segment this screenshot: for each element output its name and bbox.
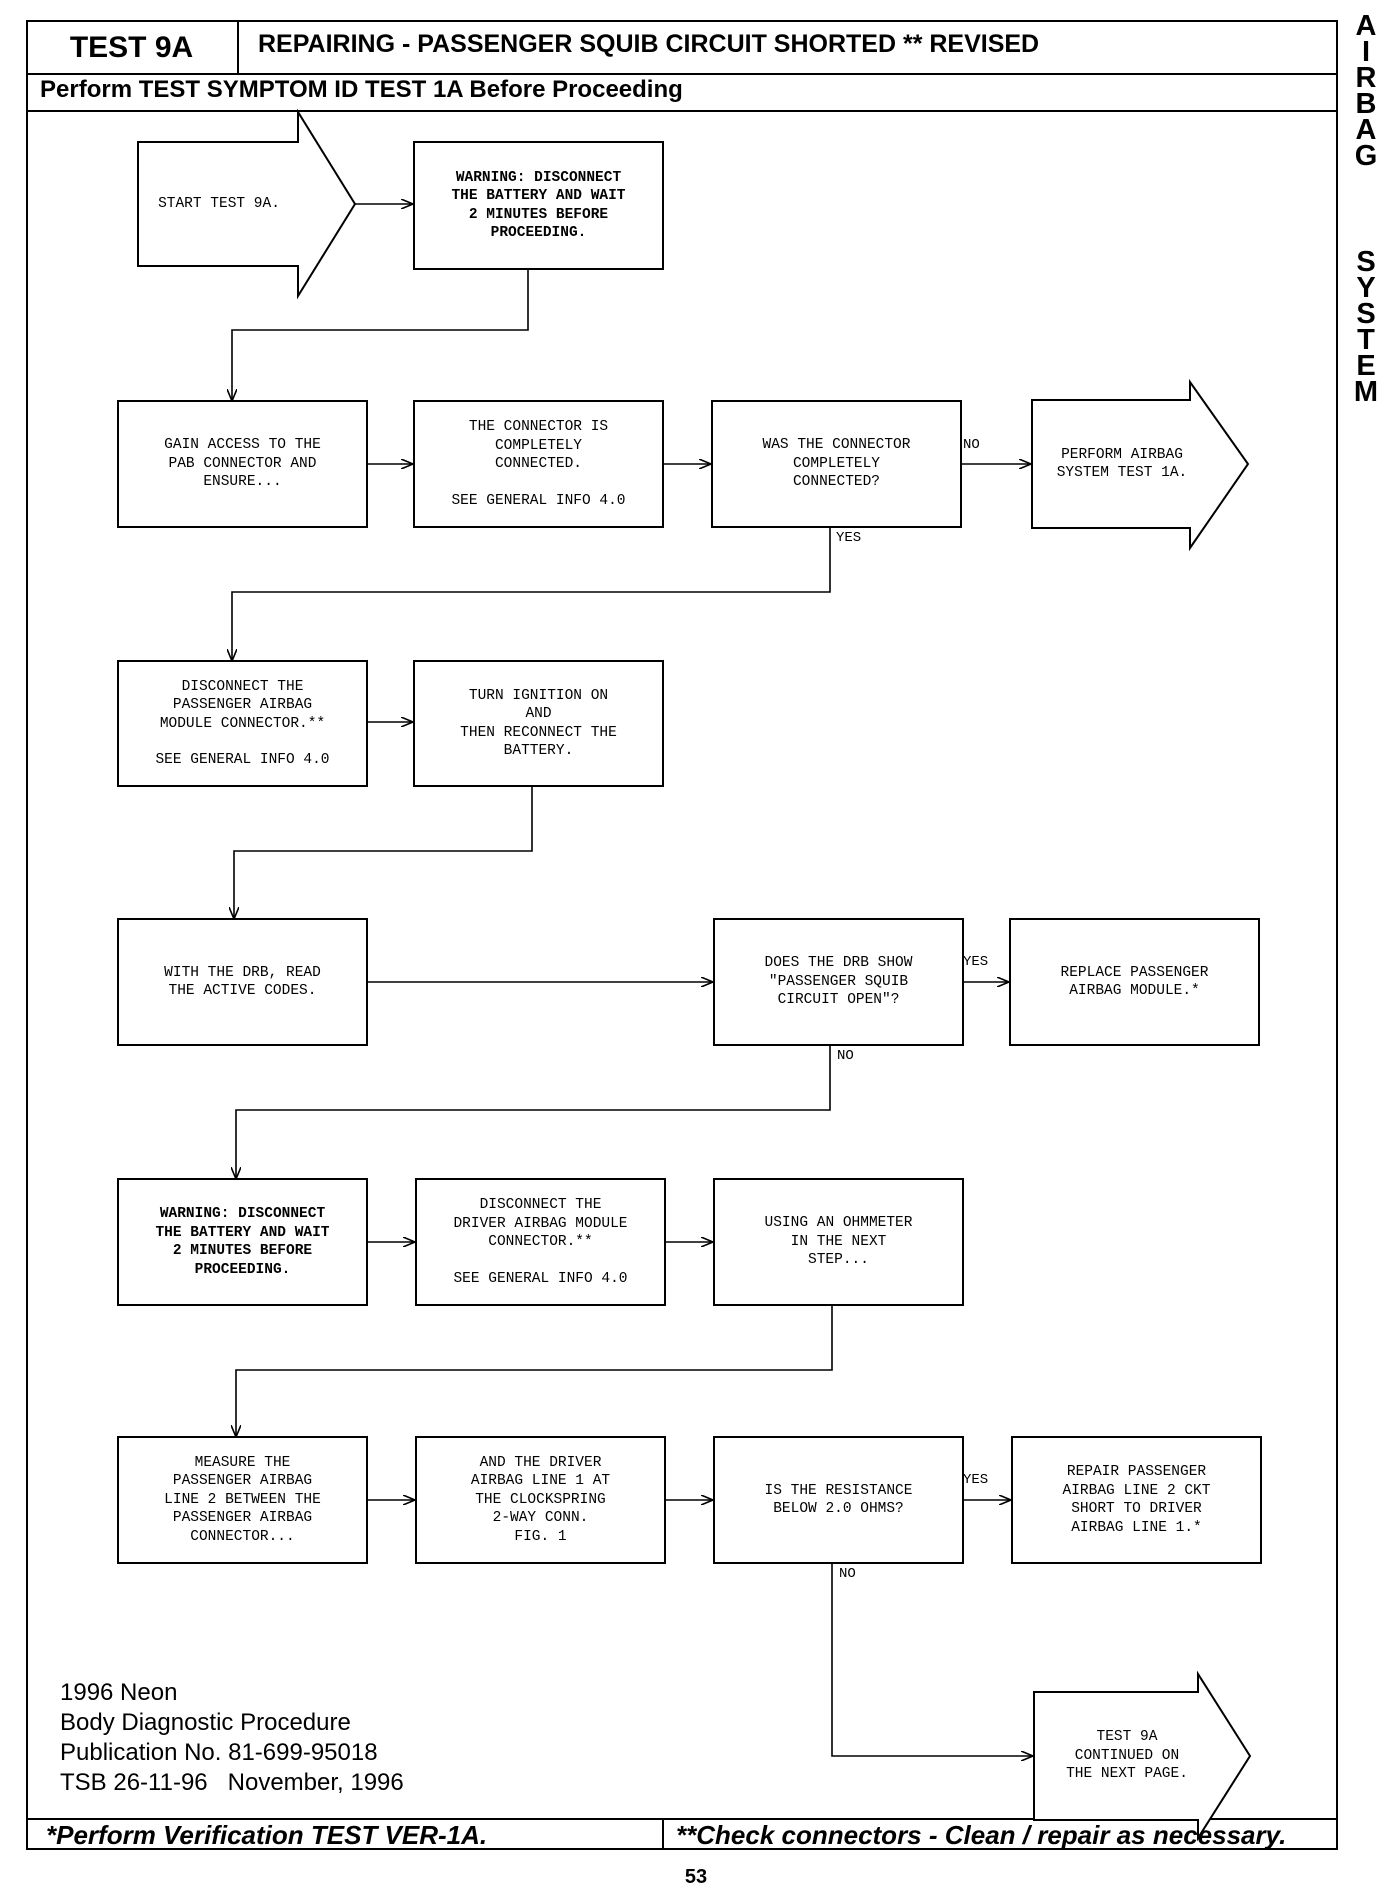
measure-box: MEASURE THE PASSENGER AIRBAG LINE 2 BETW… — [117, 1436, 368, 1564]
tsb-date: TSB 26-11-96 November, 1996 — [60, 1769, 404, 1796]
connector-ohmmeter-to-measure — [236, 1306, 833, 1436]
gain-access-box: GAIN ACCESS TO THE PAB CONNECTOR AND ENS… — [117, 400, 368, 528]
footer-split — [662, 1818, 664, 1850]
replace-pab-box: REPLACE PASSENGER AIRBAG MODULE.* — [1009, 918, 1260, 1046]
driver-line-box: AND THE DRIVER AIRBAG LINE 1 AT THE CLOC… — [415, 1436, 666, 1564]
yes-label: YES — [963, 1472, 989, 1488]
procedure-name: Body Diagnostic Procedure — [60, 1709, 351, 1736]
connector-connected-box: THE CONNECTOR IS COMPLETELY CONNECTED. S… — [413, 400, 664, 528]
disconnect-dab-ref: SEE GENERAL INFO 4.0 — [453, 1270, 628, 1287]
verification-note: *Perform Verification TEST VER-1A. — [46, 1819, 488, 1850]
connector-warning-to-access — [232, 268, 529, 400]
disconnect-pab-box: DISCONNECT THE PASSENGER AIRBAG MODULE C… — [117, 660, 368, 787]
side-tab-letter: I — [1361, 36, 1371, 68]
side-tab-letter: G — [1354, 140, 1378, 172]
warning-disconnect-battery-box: WARNING: DISCONNECT THE BATTERY AND WAIT… — [413, 141, 664, 270]
connector-ignition-to-read — [234, 785, 533, 918]
vehicle-year-model: 1996 Neon — [60, 1679, 178, 1706]
no-label: NO — [963, 437, 980, 453]
disconnect-pab-ref: SEE GENERAL INFO 4.0 — [155, 752, 330, 768]
side-tab-letter: S — [1356, 246, 1376, 278]
repair-short-box: REPAIR PASSENGER AIRBAG LINE 2 CKT SHORT… — [1011, 1436, 1262, 1564]
start-arrow-shape — [137, 108, 357, 300]
side-tab-letter: A — [1355, 114, 1377, 146]
connector-connected-ref: SEE GENERAL INFO 4.0 — [451, 492, 626, 509]
connector-no-to-continued — [831, 1564, 1032, 1756]
no-label: NO — [837, 1048, 854, 1064]
footer-divider — [26, 1818, 1338, 1820]
side-tab-letter: R — [1355, 62, 1377, 94]
connector-question-box: WAS THE CONNECTOR COMPLETELY CONNECTED? — [711, 400, 962, 528]
side-tab-letter: S — [1356, 298, 1376, 330]
side-tab-letter: A — [1355, 10, 1377, 42]
resistance-question-box: IS THE RESISTANCE BELOW 2.0 OHMS? — [713, 1436, 964, 1564]
drb-question-box: DOES THE DRB SHOW "PASSENGER SQUIB CIRCU… — [713, 918, 964, 1046]
side-tab-letter: M — [1353, 376, 1379, 408]
perform-test1a-label: PERFORM AIRBAG SYSTEM TEST 1A. — [1056, 446, 1188, 482]
side-tab-letter: B — [1355, 88, 1377, 120]
connector-no-to-warning2 — [236, 1046, 831, 1178]
ohmmeter-box: USING AN OHMMETER IN THE NEXT STEP... — [713, 1178, 964, 1306]
connector-yes-to-disconnect — [232, 528, 831, 660]
no-label: NO — [839, 1566, 856, 1582]
page-frame — [26, 20, 1338, 1850]
yes-label: YES — [963, 954, 989, 970]
connector-note: **Check connectors - Clean / repair as n… — [676, 1819, 1287, 1850]
page-title: REPAIRING - PASSENGER SQUIB CIRCUIT SHOR… — [258, 30, 1040, 58]
page-number: 53 — [684, 1866, 708, 1888]
read-codes-box: WITH THE DRB, READ THE ACTIVE CODES. — [117, 918, 368, 1046]
yes-label: YES — [836, 530, 862, 546]
continued-arrow-shape — [1033, 1670, 1252, 1842]
side-tab-letter: E — [1356, 350, 1376, 382]
page-subtitle: Perform TEST SYMPTOM ID TEST 1A Before P… — [40, 76, 683, 103]
publication-number: Publication No. 81-699-95018 — [60, 1739, 378, 1766]
side-tab-letter: Y — [1356, 272, 1376, 304]
test-id: TEST 9A — [26, 20, 239, 75]
continued-label: TEST 9A CONTINUED ON THE NEXT PAGE. — [1066, 1729, 1188, 1783]
start-test-label: START TEST 9A. — [158, 195, 280, 212]
test1a-arrow-shape — [1031, 378, 1250, 552]
ignition-on-box: TURN IGNITION ON AND THEN RECONNECT THE … — [413, 660, 664, 787]
subtitle-divider — [26, 110, 1338, 112]
side-tab-letter: T — [1357, 324, 1375, 356]
disconnect-dab-text: DISCONNECT THE DRIVER AIRBAG MODULE CONN… — [453, 1197, 628, 1250]
warning-disconnect-battery-box-2: WARNING: DISCONNECT THE BATTERY AND WAIT… — [117, 1178, 368, 1306]
connector-connected-text: THE CONNECTOR IS COMPLETELY CONNECTED. — [468, 419, 609, 472]
header-divider — [26, 73, 1338, 75]
disconnect-pab-text: DISCONNECT THE PASSENGER AIRBAG MODULE C… — [159, 678, 326, 732]
publication-info: 1996 Neon Body Diagnostic Procedure Publ… — [60, 1678, 404, 1798]
disconnect-dab-box: DISCONNECT THE DRIVER AIRBAG MODULE CONN… — [415, 1178, 666, 1306]
